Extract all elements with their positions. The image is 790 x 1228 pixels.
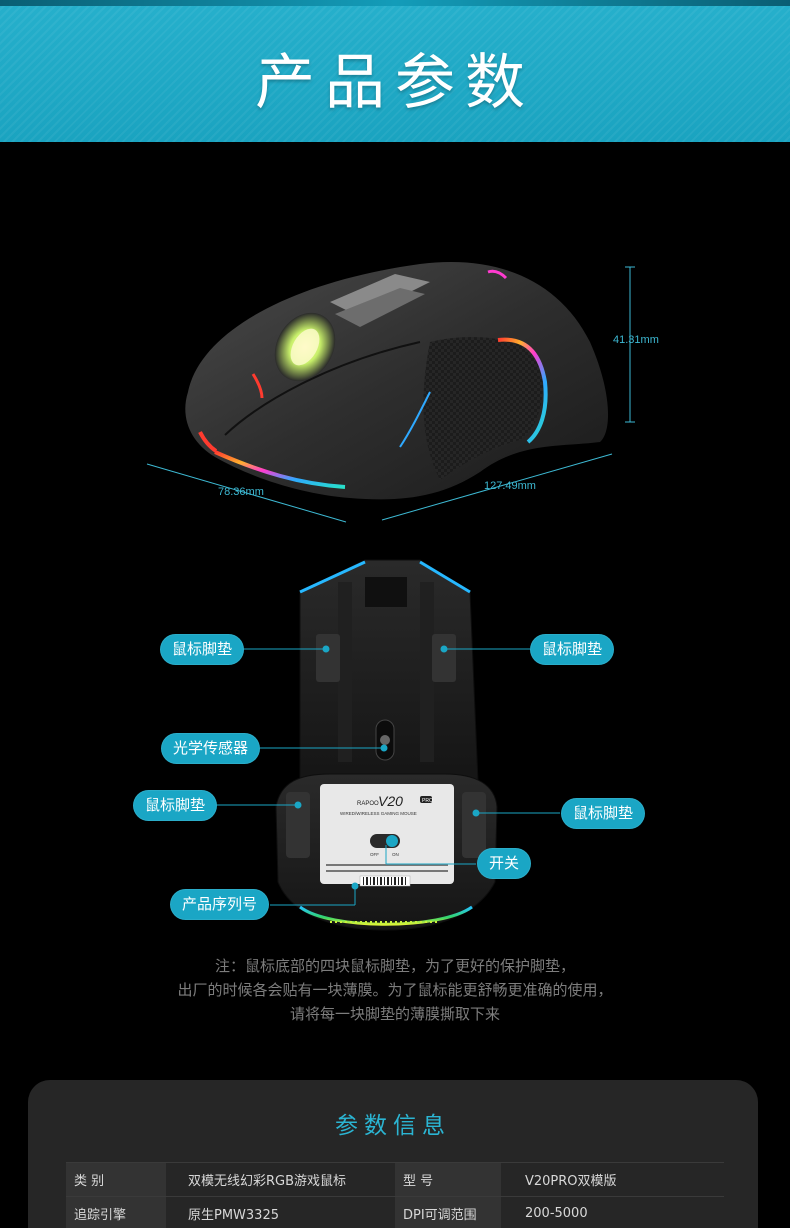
label-subtitle: WIRED/WIRELESS GAMING MOUSE [340, 811, 417, 816]
mouse-side-view [146, 262, 635, 523]
callout-foot-pad-top-right: 鼠标脚垫 [530, 634, 615, 665]
spec-value: 原生PMW3325 [166, 1196, 395, 1228]
mouse-bottom-view: RAPOO V20 PRO WIRED/WIRELESS GAMING MOUS… [214, 559, 560, 931]
length-dimension: 127.49mm [484, 480, 536, 492]
table-row: 追踪引擎 原生PMW3325 DPI可调范围 200-5000 [66, 1196, 724, 1228]
spec-key: 型 号 [395, 1162, 501, 1197]
spec-value: 200-5000 [501, 1196, 724, 1228]
note-line-2: 出厂的时候各会贴有一块薄膜。为了鼠标能更舒畅更准确的使用， [177, 981, 613, 999]
spec-panel: 参数信息 类 别 双模无线幻彩RGB游戏鼠标 型 号 V20PRO双模版 追踪引… [28, 1080, 758, 1228]
page-title: 产品参数 [255, 48, 535, 118]
note-line-1: 注：鼠标底部的四块鼠标脚垫，为了更好的保护脚垫， [214, 957, 575, 975]
callout-foot-pad-bottom-left: 鼠标脚垫 [133, 790, 218, 821]
spec-key: 类 别 [66, 1162, 166, 1197]
height-dimension: 41.31mm [613, 334, 659, 346]
label-model: V20 [378, 793, 403, 809]
spec-key: 追踪引擎 [66, 1196, 166, 1228]
callout-switch: 开关 [477, 848, 532, 879]
label-off: OFF [370, 852, 379, 857]
label-brand: RAPOO [357, 801, 379, 807]
spec-value: V20PRO双模版 [501, 1162, 724, 1197]
spec-key: DPI可调范围 [395, 1196, 501, 1228]
product-stage: 41.31mm 78.36mm 127.49mm [0, 142, 790, 1082]
callout-serial-number: 产品序列号 [170, 889, 270, 920]
callout-foot-pad-top-left: 鼠标脚垫 [160, 634, 245, 665]
label-pro-tag: PRO [422, 798, 433, 804]
label-on: ON [392, 852, 399, 857]
width-dimension: 78.36mm [218, 486, 264, 498]
note-line-3: 请将每一块脚垫的薄膜撕取下来 [289, 1005, 500, 1023]
spec-table: 类 别 双模无线幻彩RGB游戏鼠标 型 号 V20PRO双模版 追踪引擎 原生P… [66, 1162, 724, 1228]
callout-optical-sensor: 光学传感器 [161, 733, 261, 764]
table-row: 类 别 双模无线幻彩RGB游戏鼠标 型 号 V20PRO双模版 [66, 1162, 724, 1197]
spec-value: 双模无线幻彩RGB游戏鼠标 [166, 1162, 395, 1197]
callout-foot-pad-bottom-right: 鼠标脚垫 [561, 798, 646, 829]
spec-panel-title: 参数信息 [335, 1113, 451, 1139]
header-banner: 产品参数 [0, 0, 790, 142]
